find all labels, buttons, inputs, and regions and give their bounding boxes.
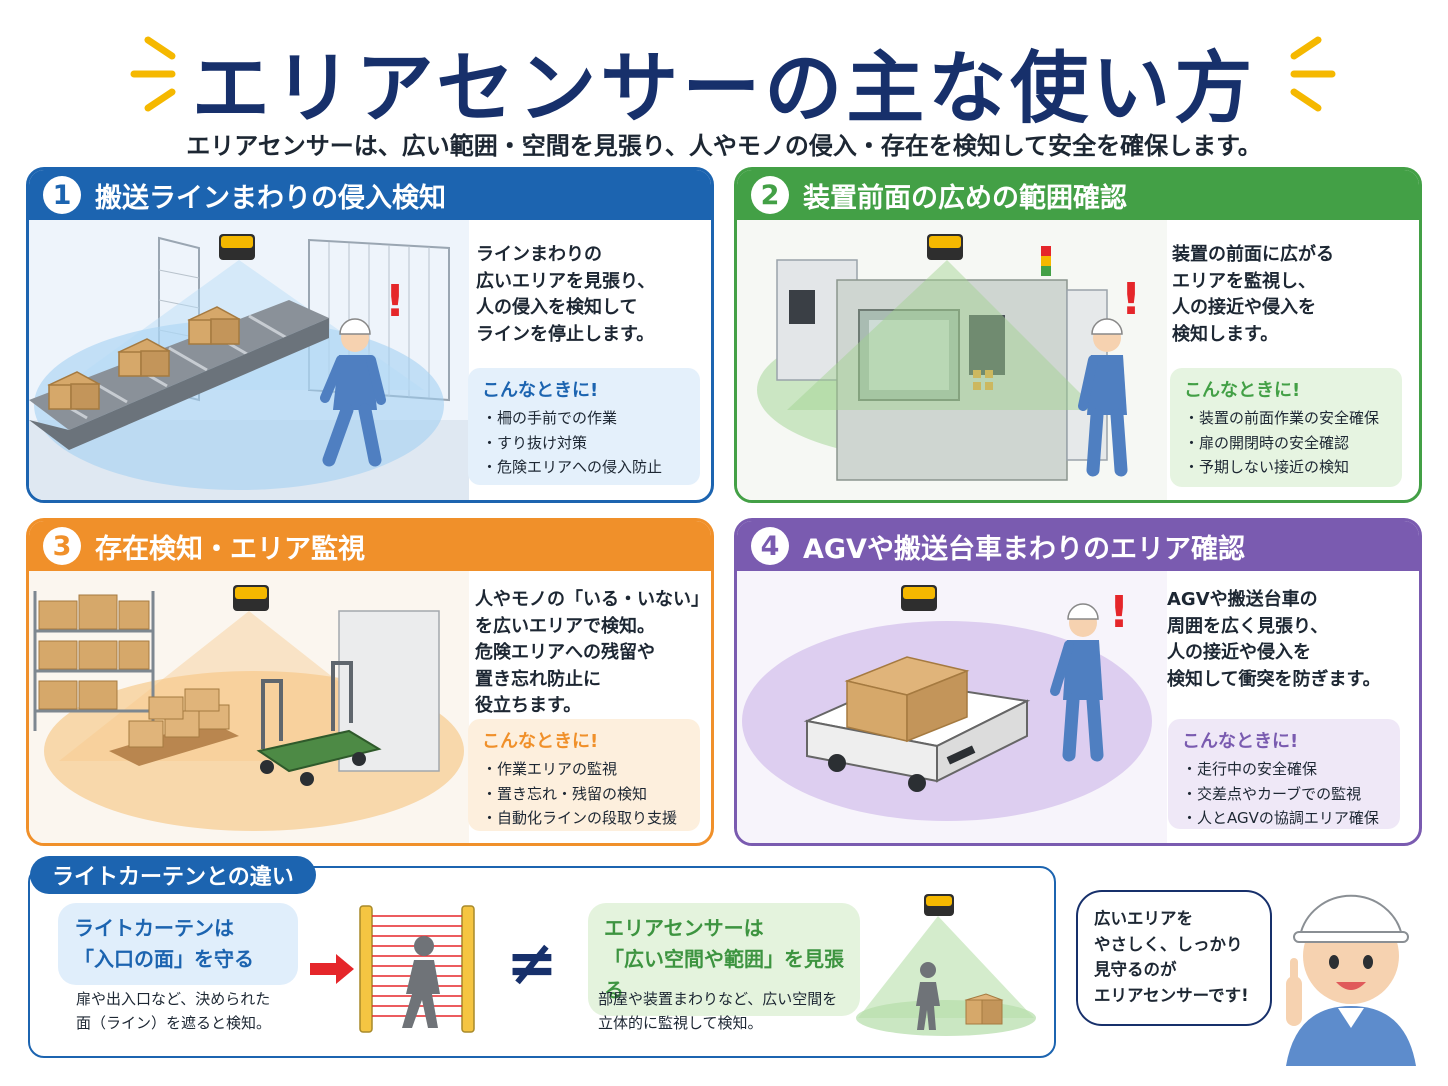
hint-item: 置き忘れ・残留の検知 xyxy=(482,782,686,807)
panel-presence-detection: 3 存在検知・エリア監視 人やモノの「いる・いない」 xyxy=(26,518,714,846)
hint-item: 自動化ラインの段取り支援 xyxy=(482,806,686,831)
hint-item: 交差点やカーブでの監視 xyxy=(1182,782,1386,807)
panel-agv-area: 4 AGVや搬送台車まわりのエリア確認 ! xyxy=(734,518,1422,846)
arrow-right-icon xyxy=(310,954,354,984)
hint-item: 予期しない接近の検知 xyxy=(1184,455,1388,480)
agv-illustration xyxy=(737,571,1167,843)
hint-item: 装置の前面作業の安全確保 xyxy=(1184,406,1388,431)
hint-title: こんなときに! xyxy=(482,380,599,401)
comparison-section xyxy=(28,866,1056,1058)
worker-icon xyxy=(1078,318,1128,477)
mascot-worker-icon xyxy=(1286,894,1416,1066)
hint-box: こんなときに! 作業エリアの監視 置き忘れ・残留の検知 自動化ラインの段取り支援 xyxy=(468,719,700,831)
hint-item: 作業エリアの監視 xyxy=(482,757,686,782)
alert-mark: ! xyxy=(1121,274,1142,325)
hint-item: 危険エリアへの侵入防止 xyxy=(482,455,686,480)
worker-icon xyxy=(320,318,386,467)
page-title: エリアセンサーの主な使い方 xyxy=(191,44,1257,134)
panel-number: 3 xyxy=(43,527,81,565)
hint-box: こんなときに! 走行中の安全確保 交差点やカーブでの監視 人とAGVの協調エリア… xyxy=(1168,719,1400,829)
area-sensor-bubble: エリアセンサーは 「広い空間や範囲」を見張る xyxy=(588,903,860,1016)
panel-number: 1 xyxy=(43,176,81,214)
panel-header: 4 AGVや搬送台車まわりのエリア確認 xyxy=(737,521,1419,571)
not-equal-sign: ≠ xyxy=(506,926,558,999)
machine-illustration xyxy=(737,220,1167,500)
light-curtain-bubble: ライトカーテンは 「入口の面」を守る xyxy=(58,903,298,985)
panel-number: 4 xyxy=(751,527,789,565)
hint-item: 柵の手前での作業 xyxy=(482,406,686,431)
page-subtitle: エリアセンサーは、広い範囲・空間を見張り、人やモノの侵入・存在を検知して安全を確… xyxy=(186,132,1262,160)
panel-title: 装置前面の広めの範囲確認 xyxy=(803,182,1127,214)
comparison-tag: ライトカーテンとの違い xyxy=(30,856,316,894)
panel-header: 3 存在検知・エリア監視 xyxy=(29,521,711,571)
area-sensor-icon xyxy=(856,894,1036,1036)
panel-title: 搬送ラインまわりの侵入検知 xyxy=(95,182,446,214)
hint-box: こんなときに! 装置の前面作業の安全確保 扉の開閉時の安全確認 予期しない接近の… xyxy=(1170,368,1402,487)
light-curtain-icon xyxy=(359,905,475,1033)
burst-left-icon xyxy=(130,36,176,112)
light-curtain-text: 扉や出入口など、決められた 面（ライン）を遮ると検知。 xyxy=(76,990,272,1032)
hint-item: 扉の開閉時の安全確認 xyxy=(1184,431,1388,456)
hint-title: こんなときに! xyxy=(1182,731,1299,752)
hint-item: 人とAGVの協調エリア確保 xyxy=(1182,806,1386,831)
panel-description: 装置の前面に広がる エリアを監視し、 人の接近や侵入を 検知します。 xyxy=(1172,244,1334,345)
panel-title: AGVや搬送台車まわりのエリア確認 xyxy=(803,533,1245,565)
worker-icon xyxy=(1050,603,1104,762)
conveyor-illustration xyxy=(29,220,469,500)
mascot-speech-bubble: 広いエリアを やさしく、しっかり 見守るのが エリアセンサーです! xyxy=(1076,890,1272,1026)
alert-mark: ! xyxy=(1109,587,1130,638)
panel-header: 1 搬送ラインまわりの侵入検知 xyxy=(29,170,711,220)
area-sensor-text: 部屋や装置まわりなど、広い空間を 立体的に監視して検知。 xyxy=(598,990,838,1032)
hint-item: すり抜け対策 xyxy=(482,431,686,456)
panel-conveyor-intrusion: 1 搬送ラインまわりの侵入検知 xyxy=(26,167,714,503)
panel-description: 人やモノの「いる・いない」 を広いエリアで検知。 危険エリアへの残留や 置き忘れ… xyxy=(475,589,709,716)
hint-title: こんなときに! xyxy=(482,731,599,752)
panel-machine-front: 2 装置前面の広めの範囲確認 xyxy=(734,167,1422,503)
panel-title: 存在検知・エリア監視 xyxy=(95,533,365,565)
panel-number: 2 xyxy=(751,176,789,214)
hint-item: 走行中の安全確保 xyxy=(1182,757,1386,782)
burst-right-icon xyxy=(1290,36,1336,112)
warehouse-illustration xyxy=(29,571,469,843)
panel-header: 2 装置前面の広めの範囲確認 xyxy=(737,170,1419,220)
panel-description: ラインまわりの 広いエリアを見張り、 人の侵入を検知して ラインを停止します。 xyxy=(476,244,656,345)
hint-title: こんなときに! xyxy=(1184,380,1301,401)
panel-description: AGVや搬送台車の 周囲を広く見張り、 人の接近や侵入を 検知して衝突を防ぎます… xyxy=(1167,589,1381,690)
alert-mark: ! xyxy=(385,276,406,327)
hint-box: こんなときに! 柵の手前での作業 すり抜け対策 危険エリアへの侵入防止 xyxy=(468,368,700,485)
